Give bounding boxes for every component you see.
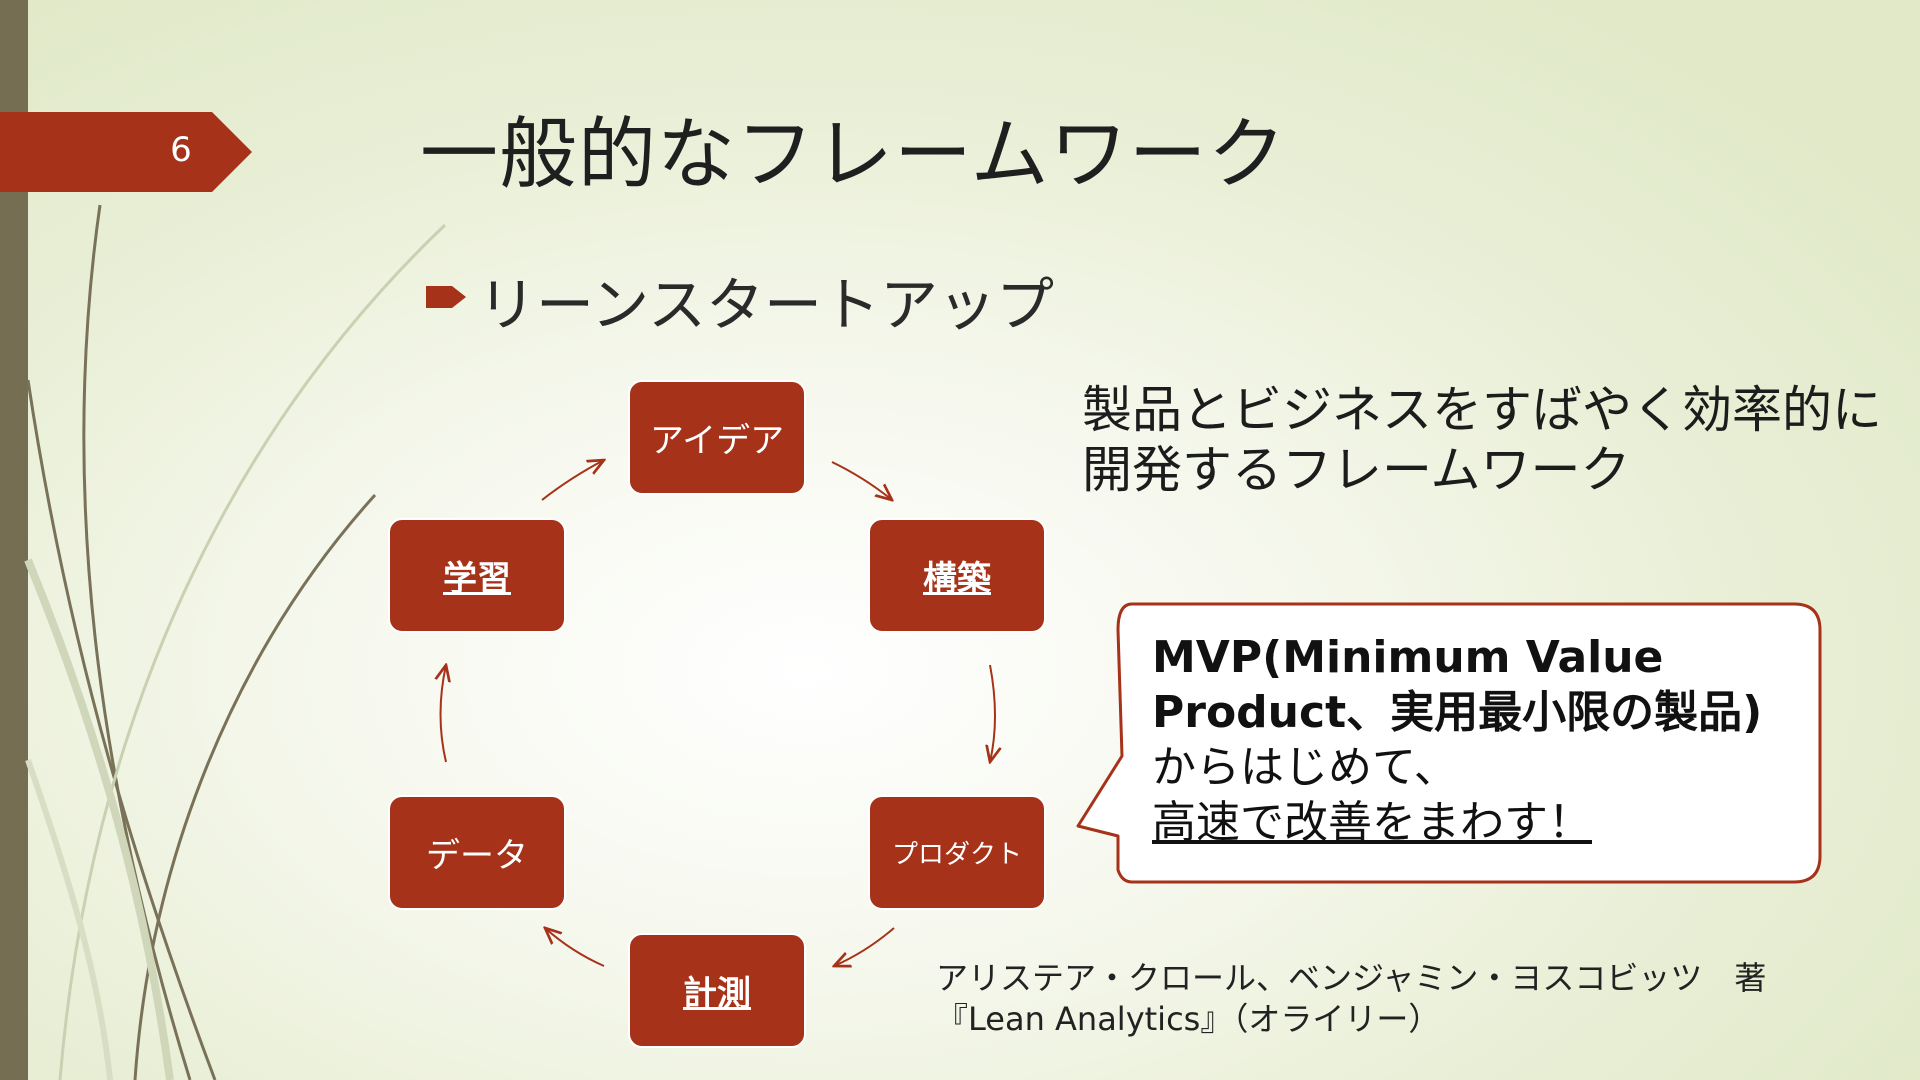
bullet-arrow-icon [426, 286, 466, 308]
cycle-step-learn: 学習 [388, 518, 566, 633]
slide-title: 一般的なフレームワーク [420, 110, 1287, 200]
framework-description: 製品とビジネスをすばやく効率的に 開発するフレームワーク [1082, 380, 1882, 500]
bullet-text: リーンスタートアップ [478, 271, 1054, 339]
callout-line-3: からはじめて、 [1152, 742, 1458, 793]
callout-line-2: Product、実用最小限の製品) [1152, 687, 1763, 738]
cycle-step-product: プロダクト [868, 795, 1046, 910]
description-line-2: 開発するフレームワーク [1082, 441, 1631, 499]
cycle-step-measure: 計測 [628, 933, 806, 1048]
callout-line-1: MVP(Minimum Value [1152, 632, 1664, 683]
slide-number: 6 [170, 130, 192, 170]
description-line-1: 製品とビジネスをすばやく効率的に [1082, 381, 1882, 439]
callout-line-4: 高速で改善をまわす！ [1152, 797, 1592, 848]
cycle-step-idea: アイデア [628, 380, 806, 495]
book-citation: アリステア・クロール、ベンジャミン・ヨスコビッツ 著 『Lean Analyti… [936, 958, 1766, 1040]
callout-text: MVP(Minimum Value Product、実用最小限の製品) からはじ… [1152, 630, 1762, 850]
slide-number-tab [0, 112, 252, 192]
cycle-step-data: データ [388, 795, 566, 910]
cycle-step-build: 構築 [868, 518, 1046, 633]
citation-title: 『Lean Analytics』（オライリー） [936, 1000, 1441, 1038]
speech-bubble [1076, 602, 1822, 884]
citation-authors: アリステア・クロール、ベンジャミン・ヨスコビッツ 著 [936, 959, 1767, 997]
